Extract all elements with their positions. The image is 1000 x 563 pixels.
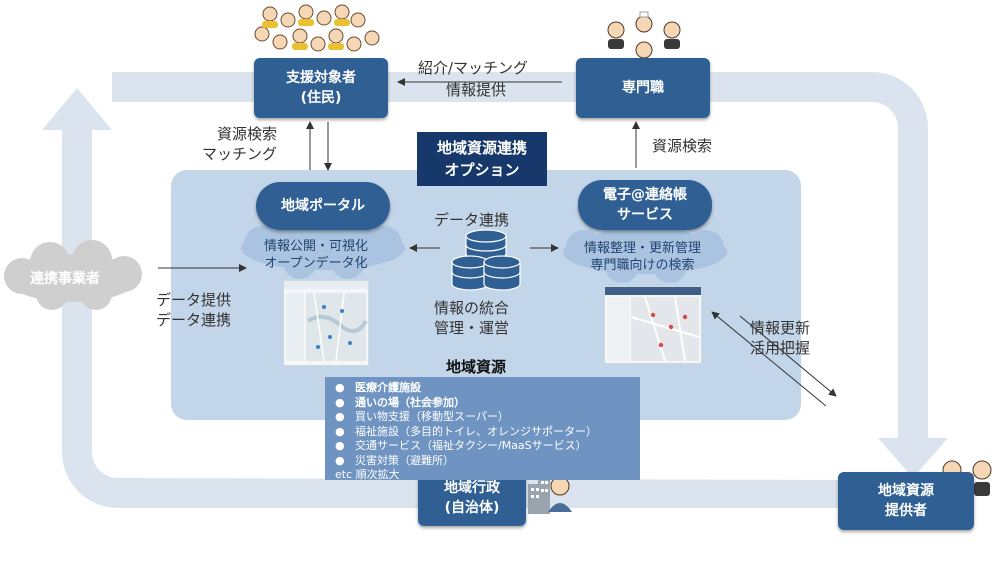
government-line1: 地域行政	[444, 480, 500, 496]
option-box[interactable]: 地域資源連携 オプション	[417, 132, 547, 186]
renrakucho-features-line2: 専門職向けの検索	[590, 258, 695, 273]
database-icon	[451, 229, 521, 291]
integration-label: 情報の統合 管理・運営	[434, 298, 509, 338]
data-link-line: データ連携	[156, 311, 232, 329]
provider-line1: 地域資源	[878, 483, 934, 499]
provider-line2: 提供者	[885, 503, 927, 519]
renrakucho-line1: 電子@連絡帳	[603, 187, 687, 203]
info-provision-label: 情報提供	[446, 81, 507, 99]
support-target-box[interactable]: 支援対象者 (住民)	[254, 58, 388, 118]
government-officer-illustration	[548, 476, 572, 512]
resource-search-label: 資源検索	[652, 137, 713, 155]
portal-screenshot	[283, 280, 369, 366]
resource-etc: etc 順次拡大	[335, 468, 400, 481]
resource-search-matching-label: 資源検索 マッチング	[202, 124, 277, 164]
professional-label: 専門職	[622, 80, 664, 96]
portal-pill[interactable]: 地域ポータル	[256, 182, 390, 230]
option-line2: オプション	[444, 161, 520, 179]
support-target-line1: 支援対象者	[286, 70, 356, 86]
resource-item: ●福祉施設（多目的トイレ、オレンジサポーター）	[335, 424, 597, 438]
professional-box[interactable]: 専門職	[576, 58, 710, 118]
renrakucho-features-line1: 情報整理・更新管理	[584, 241, 702, 256]
flow-arrows	[158, 78, 837, 407]
support-target-line2: (住民)	[300, 90, 342, 106]
portal-features-label: 情報公開・可視化 オープンデータ化	[264, 238, 368, 272]
renrakucho-pill[interactable]: 電子@連絡帳 サービス	[578, 180, 712, 230]
renrakucho-map-image	[605, 287, 701, 362]
data-provide-link-label: データ提供 データ連携	[156, 290, 231, 330]
provider-box[interactable]: 地域資源 提供者	[838, 472, 974, 530]
portal-features-line1: 情報公開・可視化	[264, 239, 369, 254]
resource-item: ●交通サービス（福祉タクシー/MaaSサービス）	[335, 439, 587, 452]
resource-item: ●通いの場（社会参加）	[335, 395, 465, 409]
resource-list: ●医療介護施設 ●通いの場（社会参加） ●買い物支援（移動型スーパー） ●福祉施…	[325, 377, 640, 481]
data-link-label: データ連携	[434, 211, 510, 229]
partner-cloud	[4, 240, 142, 310]
option-line1: 地域資源連携	[436, 139, 527, 157]
renrakucho-features-label: 情報整理・更新管理 専門職向けの検索	[584, 240, 701, 274]
portal-features-line2: オープンデータ化	[264, 256, 368, 271]
intro-matching-label: 紹介/マッチング	[418, 59, 529, 77]
resource-search-matching-line2: マッチング	[202, 145, 278, 163]
data-provide-line: データ提供	[156, 291, 232, 309]
resource-item: ●買い物支援（移動型スーパー）	[335, 410, 509, 423]
partner-label[interactable]: 連携事業者	[30, 271, 100, 287]
portal-label: 地域ポータル	[281, 198, 365, 214]
integration-line1: 情報の統合	[434, 299, 510, 317]
info-update-label: 情報更新 活用把握	[750, 318, 810, 358]
resource-item: ●災害対策（避難所）	[335, 453, 454, 467]
portal-map-image	[284, 281, 368, 362]
info-update-line1: 情報更新	[750, 319, 811, 337]
resource-search-matching-line1: 資源検索	[217, 125, 278, 143]
renrakucho-line2: サービス	[617, 207, 673, 223]
info-update-line2: 活用把握	[750, 339, 811, 357]
regional-resources-heading: 地域資源	[446, 358, 507, 376]
government-line2: (自治体)	[444, 500, 500, 516]
residents-illustration	[254, 4, 380, 52]
renrakucho-screenshot	[604, 286, 702, 364]
building-icon	[528, 476, 550, 514]
integration-line2: 管理・運営	[434, 319, 510, 337]
resource-item: ●医療介護施設	[335, 381, 421, 394]
